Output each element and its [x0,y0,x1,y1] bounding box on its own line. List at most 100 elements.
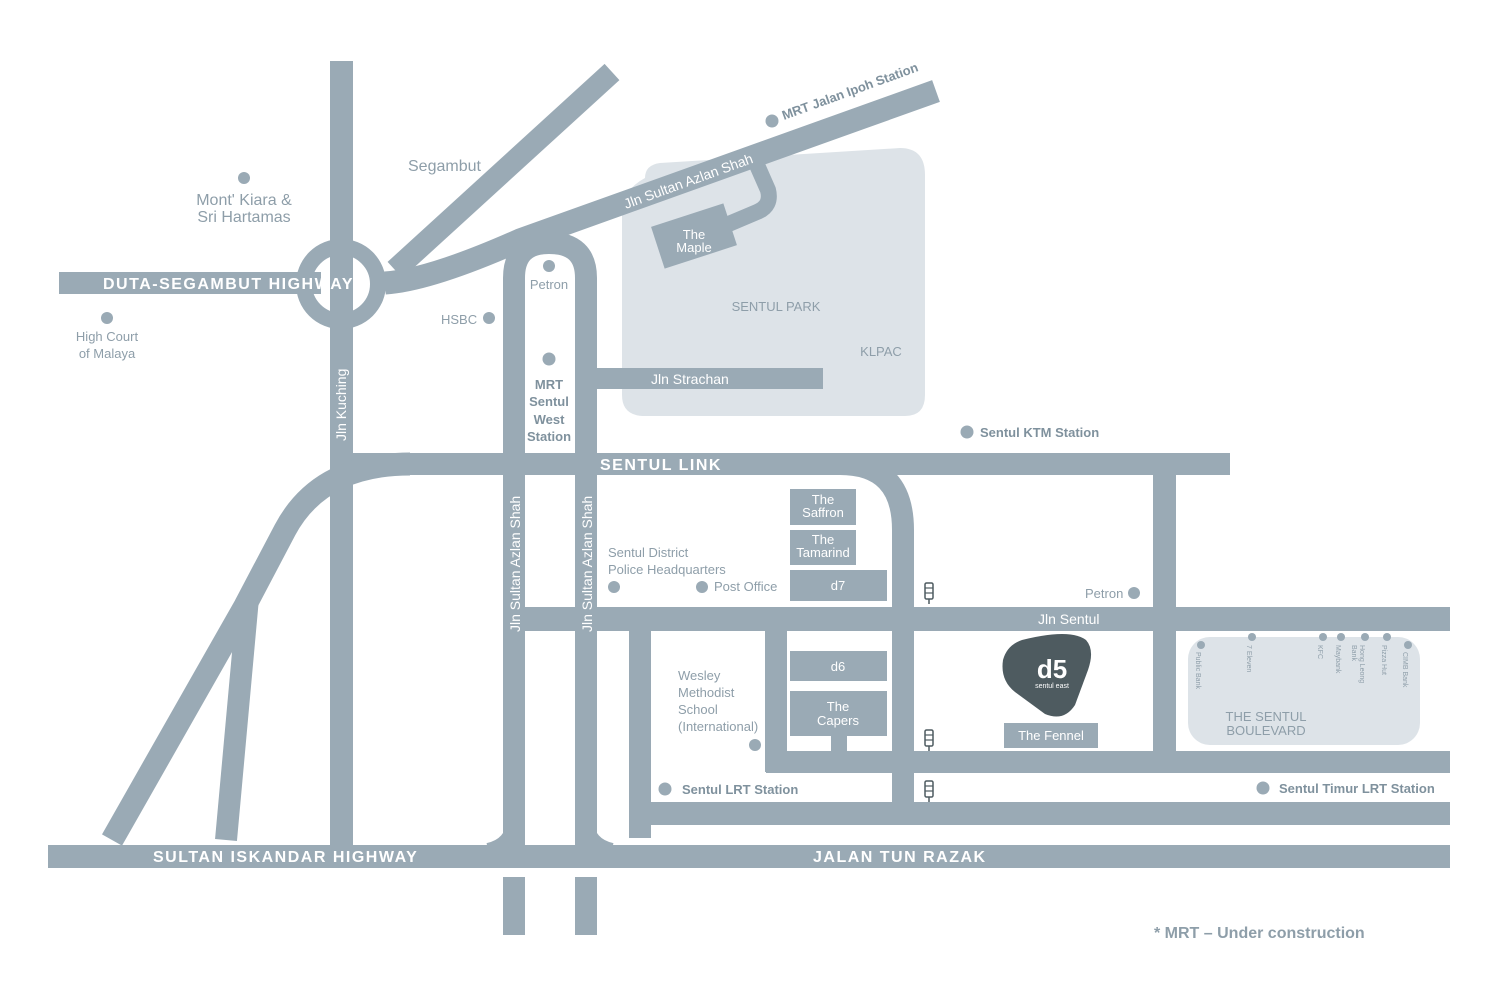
wesley-label-3: School [678,702,718,717]
sentul-ktm-dot [960,425,974,439]
sentul-boulevard-label-1: THE SENTUL [1226,709,1307,724]
the-capers-label-2: Capers [817,713,859,728]
sultan-iskandar-highway [48,845,1450,868]
hsbc-dot [483,312,495,324]
mrt-construction-note: * MRT – Under construction [1154,925,1365,942]
sentul-lrt-label: Sentul LRT Station [682,782,798,797]
the-tamarind-label-1: The [812,532,834,547]
the-saffron-label-2: Saffron [802,505,844,520]
shop-public-bank: Public Bank [1194,652,1201,689]
the-tamarind-label-2: Tamarind [796,545,849,560]
east-vertical-road [1153,464,1176,761]
mrt-jalan-ipoh-dot [765,114,779,128]
police-label-2: Police Headquarters [608,562,726,577]
the-saffron-building [790,489,856,525]
shop-cimb-bank: CIMB Bank [1401,652,1408,688]
wesley-dot [749,739,761,751]
d7-building [790,570,887,601]
d5-logo-shape [1002,634,1092,717]
sentul-timur-lrt-label: Sentul Timur LRT Station [1279,781,1435,796]
western-curve-road [102,452,411,846]
the-capers-label-1: The [827,699,849,714]
wesley-label-4: (International) [678,719,758,734]
d7-label: d7 [831,578,845,593]
sentul-ktm-label: Sentul KTM Station [980,425,1099,440]
shop-pizza-hut: Pizza Hut [1380,645,1387,675]
bottom-parallel-road [630,802,1450,825]
jln-sultan-azlan-shah-north [383,80,940,295]
traffic-light-icon [924,582,934,604]
shop-maybank: Maybank [1334,645,1341,674]
the-maple-label-1: The [683,227,705,242]
sentul-link-road [340,453,1230,475]
west-vertical-road [629,620,651,838]
sentul-lrt-dot [658,782,672,796]
high-court-dot [101,312,113,324]
police-dot [608,581,620,593]
jalan-tun-razak-label: JALAN TUN RAZAK [813,849,987,866]
mont-kiara-label: Mont' Kiara & [196,192,292,209]
azlan-shah-merge-east [579,819,614,857]
the-fennel-label: The Fennel [1018,728,1084,743]
petron-east-dot [1128,587,1140,599]
petron-east-label: Petron [1085,586,1123,601]
the-saffron-label-1: The [812,492,834,507]
petron-north-dot [543,260,555,272]
maple-connector-road [701,161,777,242]
jln-sultan-azlan-shah-label-west: Jln Sultan Azlan Shah [507,496,523,632]
segambut-diagonal-road [387,63,620,279]
shop-hong-leong-bank: Bank [1350,645,1357,661]
saffron-curve-road [839,453,914,802]
traffic-light-icon [924,780,934,802]
boulevard-shop-dots [1197,633,1412,649]
jln-sultan-azlan-shah-loop [503,232,597,845]
police-label-1: Sentul District [608,545,689,560]
klpac-label: KLPAC [860,344,902,359]
the-maple-label-2: Maple [676,240,711,255]
d5-logo-mark: d5 sentul east [1035,654,1069,690]
post-office-dot [696,581,708,593]
jln-strachan-label: Jln Strachan [651,371,729,387]
jln-sultan-azlan-shah-label-east: Jln Sultan Azlan Shah [579,496,595,632]
duta-segambut-highway [59,272,321,294]
of-malaya-label: of Malaya [79,346,136,361]
lower-parallel-road [766,751,1450,773]
post-office-label: Post Office [714,579,777,594]
traffic-light-icon [924,729,934,751]
mrt-sentul-west-label-2: Sentul [529,394,569,409]
d5-logo-text: d5 [1037,654,1067,684]
mrt-sentul-west-label-1: MRT [535,377,563,392]
the-capers-building [790,691,887,736]
sentul-link-label: SENTUL LINK [600,457,722,474]
wesley-label-2: Methodist [678,685,735,700]
azlan-shah-south-east [575,877,597,935]
shop-hong-leong: Hong Leong [1358,645,1365,683]
duta-segambut-label: DUTA-SEGAMBUT HIGHWAY [103,276,354,293]
d6-vertical-road [765,620,787,772]
mrt-sentul-west-label-4: Station [527,429,571,444]
the-capers-connector [831,736,847,752]
azlan-shah-south-west [503,877,525,935]
sentul-timur-lrt-dot [1256,781,1270,795]
wesley-label-1: Wesley [678,668,721,683]
petron-north-label: Petron [530,277,568,292]
western-spur-road [215,597,259,841]
jln-kuching-road [330,61,353,845]
the-tamarind-building [790,530,856,565]
sentul-boulevard-label-2: BOULEVARD [1226,723,1305,738]
d6-building [790,651,887,681]
mrt-sentul-west-label-3: West [534,412,565,427]
jln-sentul-label: Jln Sentul [1038,611,1099,627]
d6-label: d6 [831,659,845,674]
shop-kfc: KFC [1316,645,1323,659]
d5-logo-subtext: sentul east [1035,683,1069,690]
jln-strachan-road [597,368,823,389]
the-fennel-building [1004,723,1098,748]
sentul-boulevard-area [1188,637,1420,745]
the-maple-building [651,203,737,269]
hsbc-label: HSBC [441,312,477,327]
sri-hartamas-label: Sri Hartamas [197,209,290,226]
mont-kiara-dot [238,172,250,184]
jln-kuching-label: Jln Kuching [333,369,349,441]
